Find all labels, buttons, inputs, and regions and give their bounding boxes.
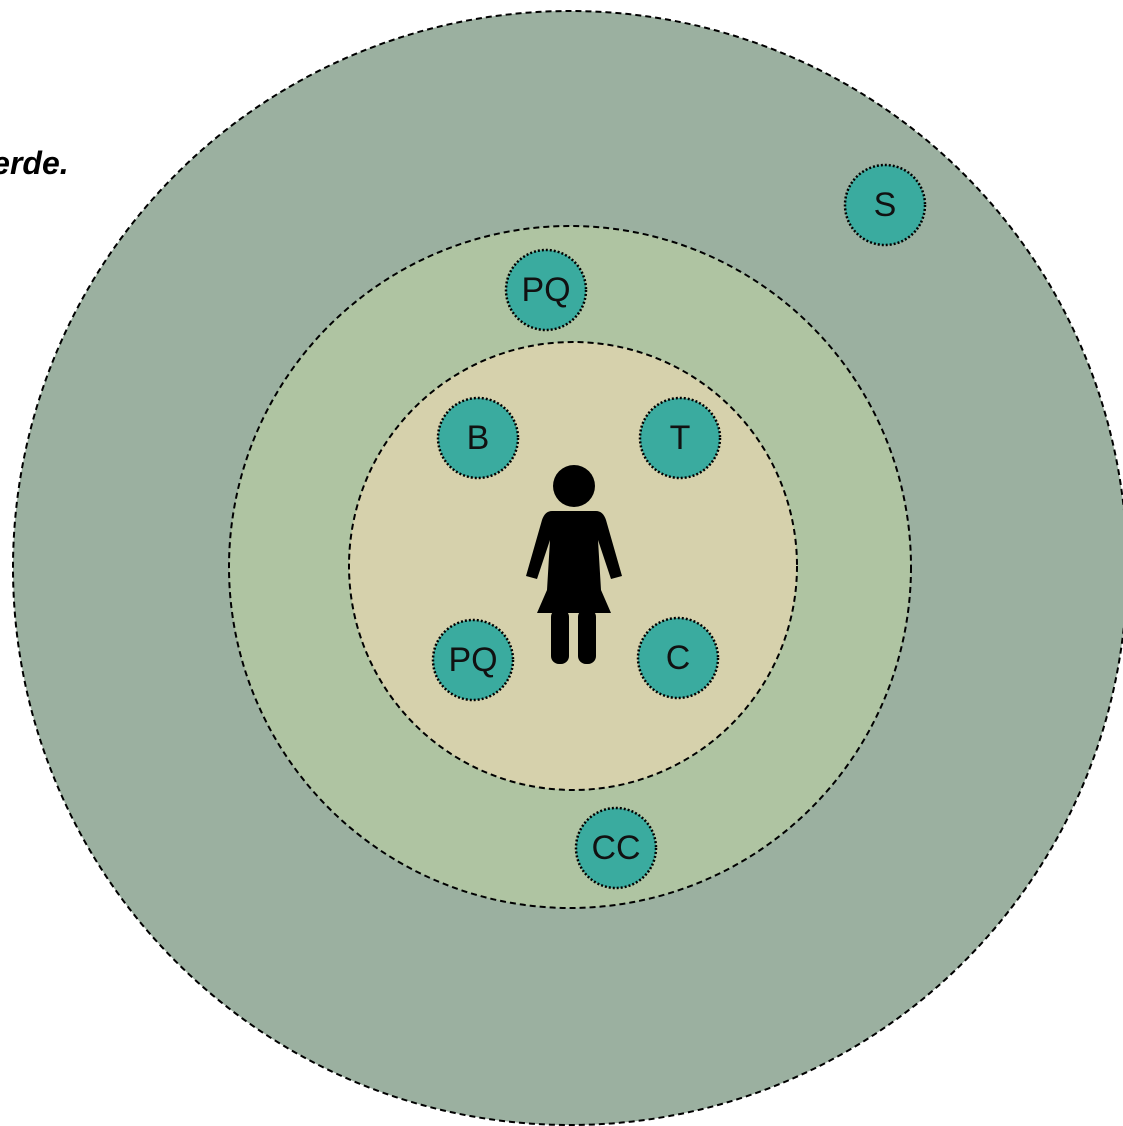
- person-woman-icon: [526, 465, 622, 664]
- node-b: B: [436, 396, 520, 480]
- node-t: T: [638, 396, 722, 480]
- node-label: B: [467, 419, 490, 457]
- node-s: S: [843, 163, 927, 247]
- node-pq-middle: PQ: [504, 248, 588, 332]
- node-pq-inner: PQ: [431, 618, 515, 702]
- node-label: T: [670, 419, 691, 457]
- node-label: C: [666, 639, 691, 677]
- node-label: CC: [591, 829, 640, 867]
- node-label: S: [874, 186, 897, 224]
- node-cc: CC: [574, 806, 658, 890]
- caption-text: Verde.: [0, 145, 69, 181]
- node-c: C: [636, 616, 720, 700]
- node-label: PQ: [448, 641, 497, 679]
- node-label: PQ: [521, 271, 570, 309]
